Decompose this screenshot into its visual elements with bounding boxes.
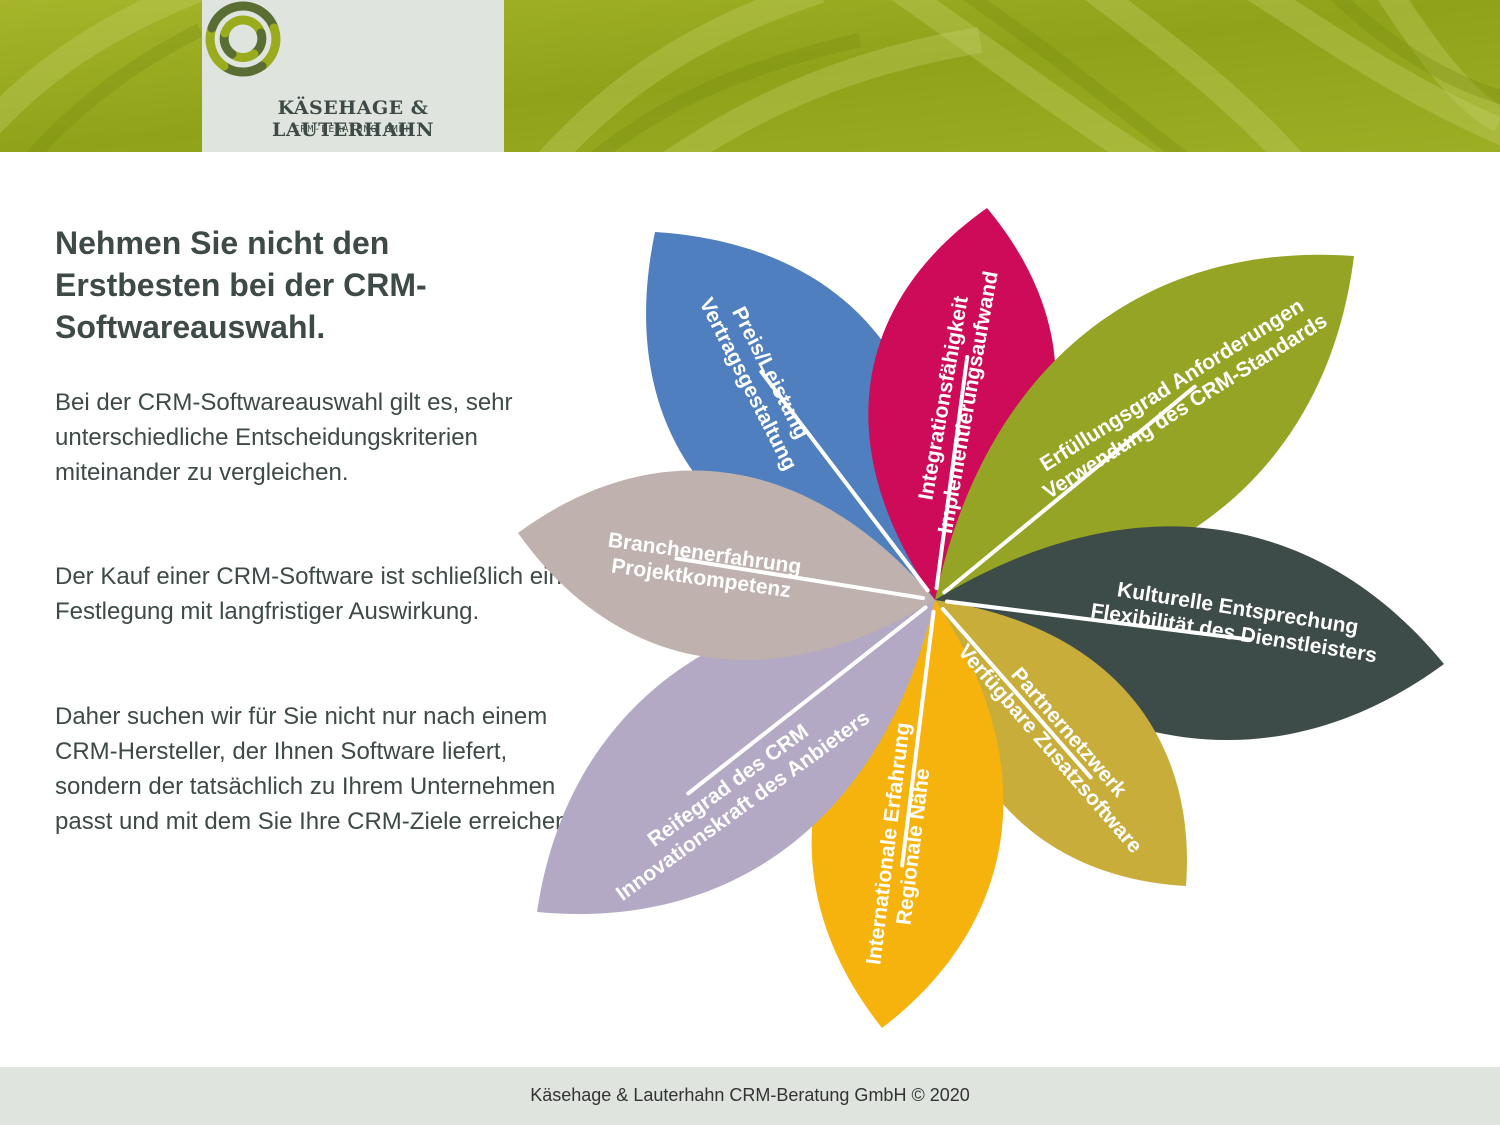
petal-vein — [759, 369, 930, 593]
swirl-logo-icon — [205, 1, 281, 77]
header-banner: KÄSEHAGE & LAUTERHAHN CRM-BERATUNG GMBH — [0, 0, 1500, 152]
logo-box[interactable]: KÄSEHAGE & LAUTERHAHN CRM-BERATUNG GMBH — [202, 0, 504, 152]
page-headline: Nehmen Sie nicht den Erstbesten bei der … — [55, 225, 427, 345]
footer-bar: Käsehage & Lauterhahn CRM-Beratung GmbH … — [0, 1067, 1500, 1125]
petal-vein — [900, 609, 936, 868]
petal-vein — [674, 556, 926, 601]
paragraph-1: Bei der CRM-Softwareauswahl gilt es, seh… — [55, 389, 513, 486]
petal-vein — [944, 599, 1253, 642]
petal-vein — [940, 607, 1093, 780]
petal-vein — [942, 384, 1197, 595]
company-subtitle: CRM-BERATUNG GMBH — [293, 124, 413, 135]
company-name: KÄSEHAGE & LAUTERHAHN — [271, 97, 435, 141]
petal-vein — [686, 605, 928, 796]
paragraph-2: Der Kauf einer CRM-Software ist schließl… — [55, 563, 576, 625]
footer-copyright: Käsehage & Lauterhahn CRM-Beratung GmbH … — [530, 1085, 970, 1105]
petal-vein — [934, 354, 970, 591]
paragraph-3: Daher suchen wir für Sie nicht nur nach … — [55, 703, 576, 835]
